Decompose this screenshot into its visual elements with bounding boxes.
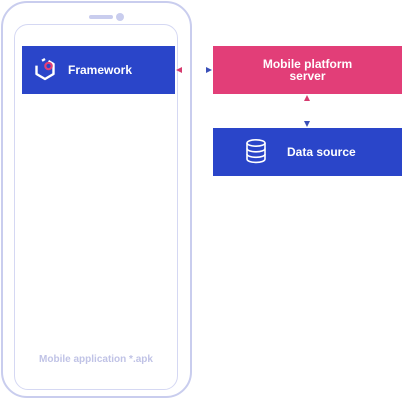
phone-caption: Mobile application *.apk — [39, 354, 153, 365]
server-box: Mobile platform server — [213, 46, 402, 94]
database-icon — [245, 138, 267, 167]
data-source-box: Data source — [213, 128, 402, 176]
server-datasource-connector — [304, 95, 310, 127]
phone-camera — [116, 13, 124, 21]
data-source-label: Data source — [287, 145, 356, 159]
phone-speaker — [89, 15, 113, 19]
framework-logo-icon — [34, 57, 56, 84]
framework-label: Framework — [68, 63, 133, 77]
server-label: Mobile platform server — [262, 57, 353, 83]
framework-box: Framework — [22, 46, 175, 94]
